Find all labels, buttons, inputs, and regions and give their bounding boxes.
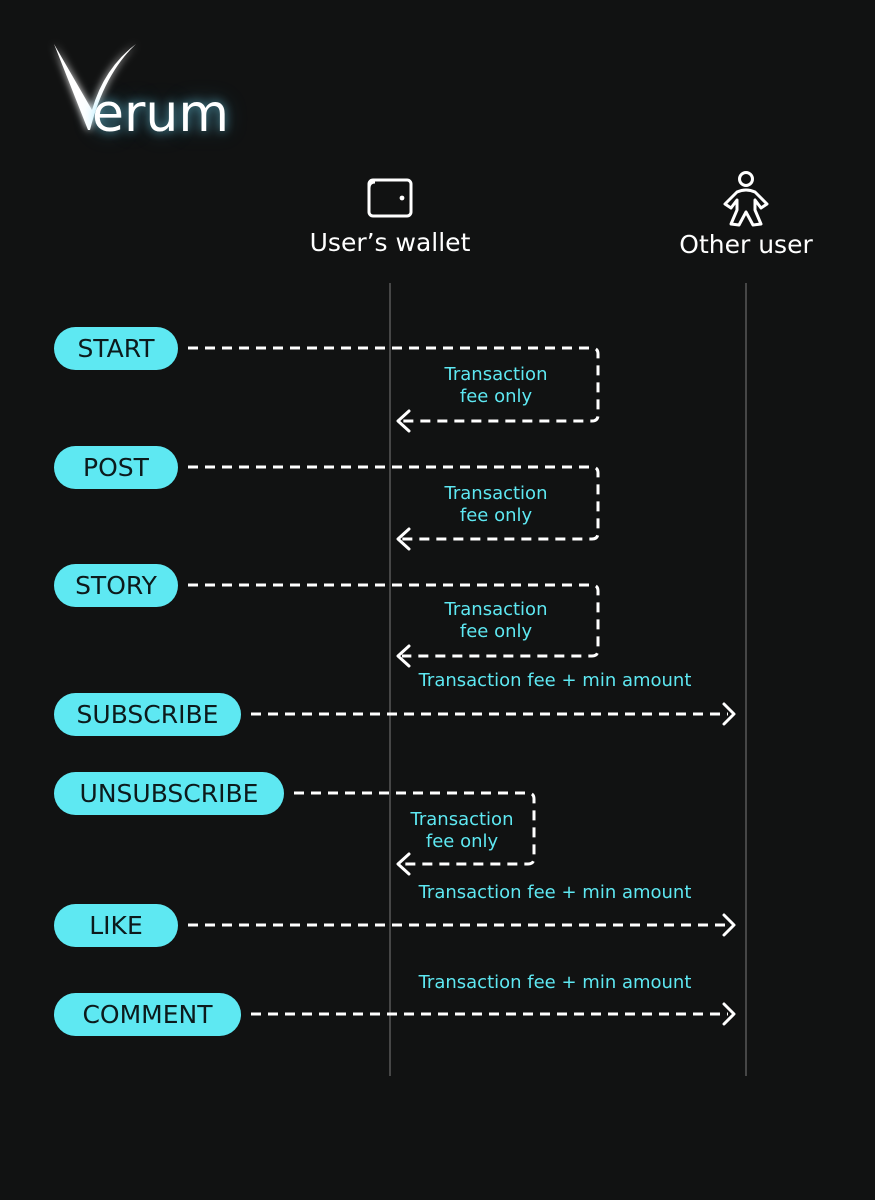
lane-header-wallet: User’s wallet <box>290 176 490 255</box>
fee-label-line: Transaction fee + min amount <box>418 882 692 903</box>
arrow-path-post <box>188 465 600 541</box>
fee-label-line: fee only <box>425 831 499 852</box>
logo-wordmark: erum <box>92 84 229 144</box>
fee-label-line: fee only <box>459 386 533 407</box>
action-pill-subscribe: SUBSCRIBE <box>54 692 241 736</box>
lane-label-other: Other user <box>679 230 813 259</box>
action-pill-like: LIKE <box>54 903 178 947</box>
wallet-icon <box>367 178 413 218</box>
lane-label-wallet: User’s wallet <box>309 228 471 257</box>
verum-logo: erum <box>52 44 252 140</box>
fee-label-line: Transaction <box>444 599 548 620</box>
arrowhead-subscribe <box>722 702 736 726</box>
action-pill-story: STORY <box>54 563 178 607</box>
action-pill-unsubscribe: UNSUBSCRIBE <box>54 771 284 815</box>
arrowhead-post <box>396 527 411 551</box>
fee-label-line: Transaction fee + min amount <box>418 972 692 993</box>
fee-label-line: Transaction <box>444 364 548 385</box>
fee-label-like: Transaction fee + min amount <box>405 882 705 904</box>
arrow-path-start <box>188 346 600 423</box>
arrow-path-unsubscribe <box>294 791 536 866</box>
fee-label-line: fee only <box>459 621 533 642</box>
action-pill-comment: COMMENT <box>54 992 241 1036</box>
fee-label-line: Transaction fee + min amount <box>418 670 692 691</box>
lane-header-other: Other user <box>660 170 832 257</box>
arrowhead-comment <box>722 1002 736 1026</box>
arrowhead-start <box>396 409 411 433</box>
logo-v-mark <box>54 44 136 130</box>
fee-label-line: Transaction <box>410 809 514 830</box>
action-pill-start: START <box>54 326 178 370</box>
arrowhead-like <box>722 913 736 937</box>
fee-label-comment: Transaction fee + min amount <box>405 972 705 994</box>
fee-label-line: Transaction <box>444 483 548 504</box>
person-icon <box>723 171 769 227</box>
fee-label-subscribe: Transaction fee + min amount <box>405 670 705 692</box>
arrow-path-story <box>188 583 600 658</box>
arrowhead-story <box>396 644 411 668</box>
action-pill-post: POST <box>54 445 178 489</box>
fee-label-line: fee only <box>459 505 533 526</box>
arrowhead-unsubscribe <box>396 852 411 876</box>
